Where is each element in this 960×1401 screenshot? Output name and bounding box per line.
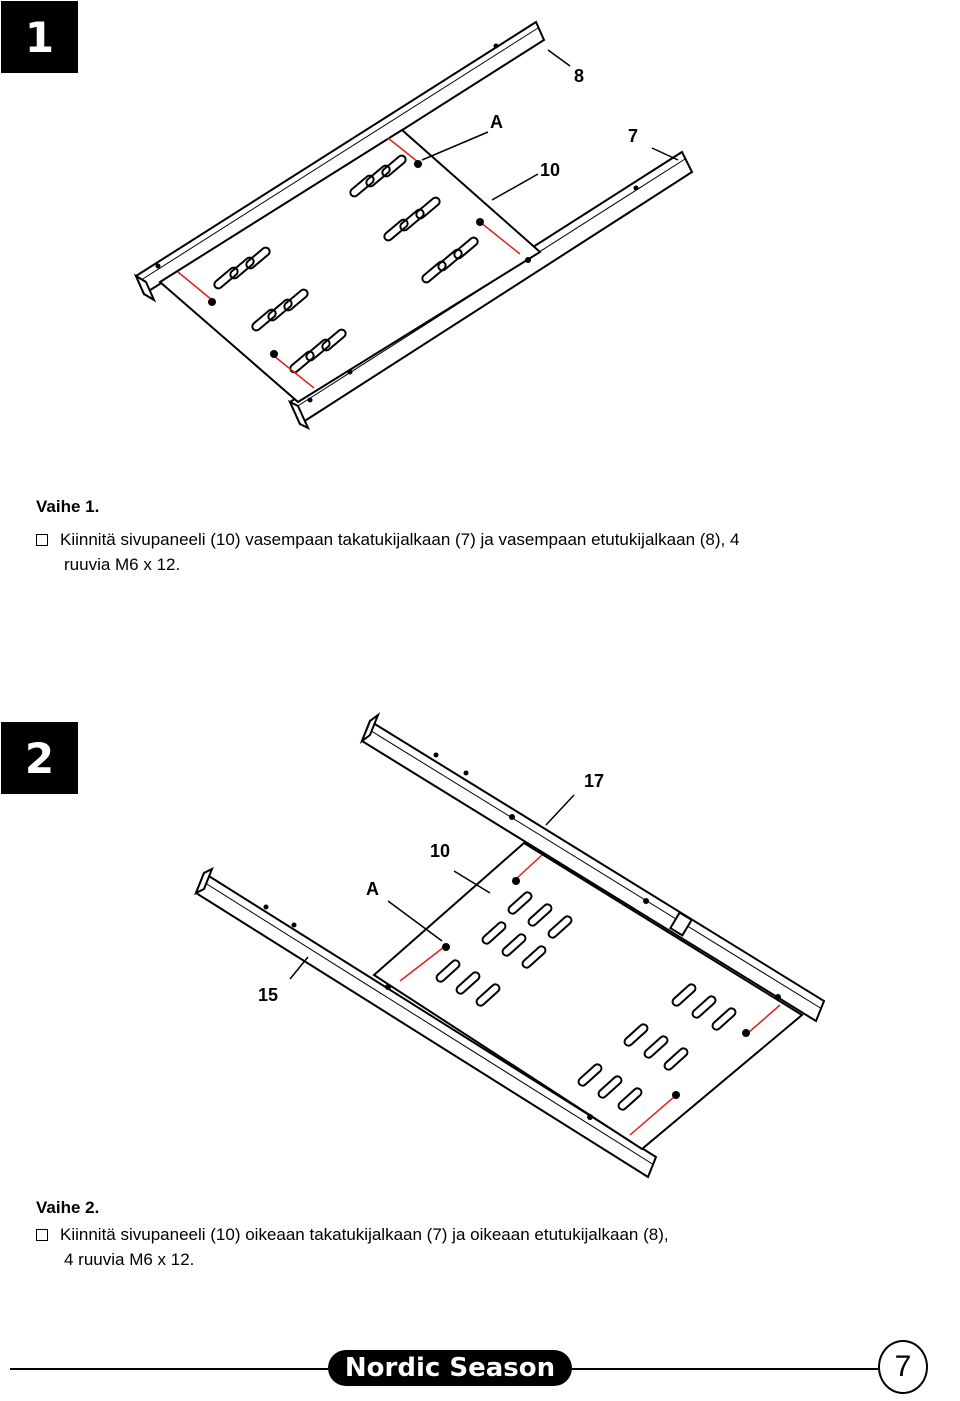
checkbox-bullet-icon [36,1229,48,1241]
step-1-instructions: Kiinnitä sivupaneeli (10) vasempaan taka… [36,527,936,577]
step-2-line-2: 4 ruuvia M6 x 12. [64,1250,195,1269]
step-1-badge: 1 [1,1,78,73]
label-part-10: 10 [540,160,560,180]
label-part-10: 10 [430,841,450,861]
step-1-title: Vaihe 1. [36,497,100,516]
screws [263,752,781,1120]
step-1-line-2: ruuvia M6 x 12. [64,555,181,574]
footer-rule-right [572,1368,878,1370]
panel-slots [213,154,479,374]
brand-logo: Nordic Season [328,1350,572,1386]
rail-bracket [668,911,694,937]
label-part-15: 15 [258,985,278,1005]
step-2-title: Vaihe 2. [36,1198,100,1217]
checkbox-bullet-icon [36,534,48,546]
footer-rule-left [10,1368,328,1370]
part-8-rail [133,20,546,303]
part-15-rail [194,866,658,1179]
screw-guides [177,137,521,389]
page-number: 7 [878,1340,928,1394]
part-10-panel [372,841,804,1151]
callout-leaders [421,49,679,201]
screw-guides [399,854,781,1136]
step-2-instructions: Kiinnitä sivupaneeli (10) oikeaan takatu… [36,1222,936,1272]
part-7-rail [287,150,694,431]
part-10-panel [158,128,542,404]
screws [155,43,639,403]
label-a: A [490,112,503,132]
step-2-badge: 2 [1,722,78,794]
label-part-7: 7 [628,126,638,146]
step-2-line-1: Kiinnitä sivupaneeli (10) oikeaan takatu… [60,1225,669,1244]
step-1-line-1: Kiinnitä sivupaneeli (10) vasempaan taka… [60,530,740,549]
label-part-8: 8 [574,66,584,86]
step-1-diagram: 8 A 10 7 [133,20,694,431]
label-part-17: 17 [584,771,604,791]
step-2-diagram: 17 10 A 15 [194,712,826,1179]
panel-slots [435,891,737,1111]
callout-leaders [289,794,575,980]
label-a: A [366,879,379,899]
part-17-rail [359,712,826,1023]
